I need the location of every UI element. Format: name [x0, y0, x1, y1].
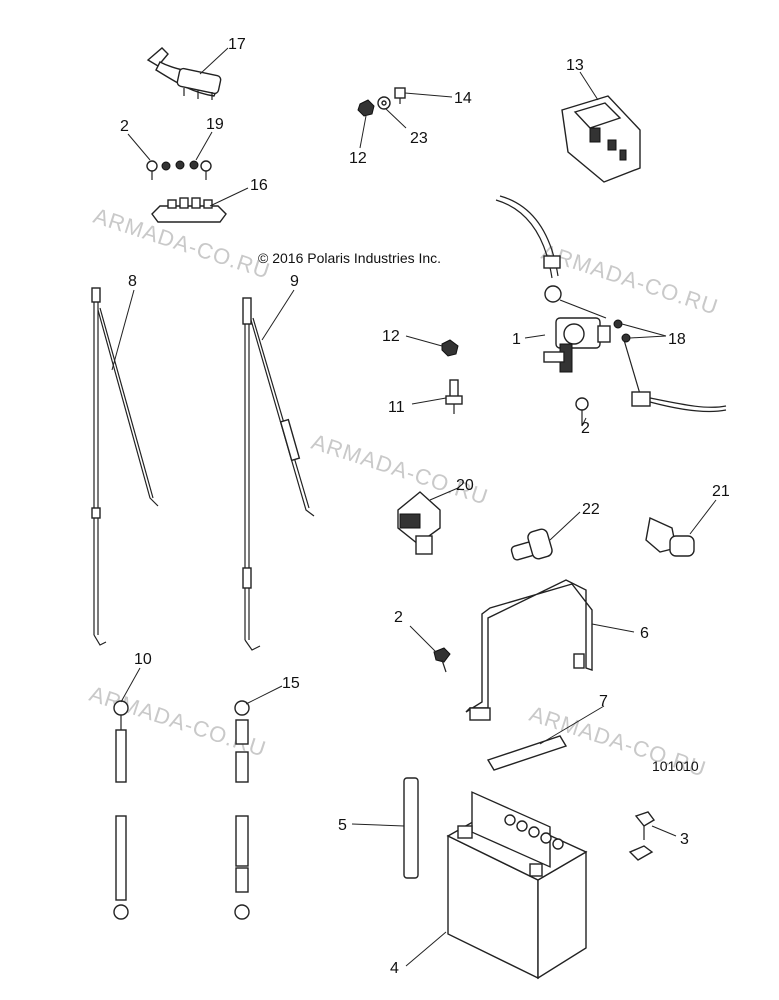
part-18-nuts	[613, 319, 667, 343]
callout-18: 18	[668, 331, 686, 348]
part-10-cable	[113, 667, 141, 920]
callout-13: 13	[566, 57, 584, 74]
part-2-screw-solenoid	[575, 397, 589, 427]
callout-14: 14	[454, 90, 472, 107]
part-16-terminal-block	[151, 187, 249, 223]
callout-12: 12	[382, 328, 400, 345]
part-9-cable	[242, 289, 315, 651]
callout-11: 11	[388, 399, 405, 416]
part-7-pad	[486, 705, 605, 771]
callout-20: 20	[456, 477, 474, 494]
part-23-washer	[377, 96, 407, 129]
watermark: ARMADA-CO.RU	[308, 429, 491, 510]
callout-9: 9	[290, 273, 299, 290]
part-21-boot	[645, 499, 717, 557]
part-12-nut-mid	[405, 335, 459, 357]
callout-4: 4	[390, 960, 399, 977]
callout-15: 15	[282, 675, 300, 692]
callout-6: 6	[640, 625, 649, 642]
watermark: ARMADA-CO.RU	[538, 239, 721, 320]
part-19-nuts	[161, 131, 213, 180]
part-13-module	[561, 71, 641, 183]
part-2-screw-top	[127, 133, 158, 180]
callout-12: 12	[349, 150, 367, 167]
part-17-cover	[146, 47, 229, 100]
part-20-boot	[397, 487, 459, 555]
callout-21: 21	[712, 483, 730, 500]
callout-19: 19	[206, 116, 224, 133]
part-12-nut-top	[357, 99, 375, 149]
part-5-vent-tube	[351, 777, 419, 879]
figure-number: 101010	[652, 758, 699, 774]
callout-7: 7	[599, 693, 608, 710]
part-4-battery	[405, 791, 588, 980]
copyright-text: © 2016 Polaris Industries Inc.	[258, 250, 441, 266]
callout-1: 1	[512, 331, 521, 348]
callout-17: 17	[228, 36, 246, 53]
part-22-boot	[510, 511, 581, 561]
part-2-bolt-bracket	[409, 625, 451, 673]
part-14-bolt	[394, 87, 453, 104]
watermarks: ARMADA-CO.RU ARMADA-CO.RU ARMADA-CO.RU A…	[86, 203, 721, 782]
callout-5: 5	[338, 817, 347, 834]
part-8-cable	[91, 287, 159, 646]
callout-16: 16	[250, 177, 268, 194]
part-15-cable	[234, 685, 283, 920]
callout-labels: 17 2 19 16 8 9 14 23 12 13 1 18 12 11 2 …	[120, 36, 730, 977]
part-3-hardware	[628, 811, 677, 861]
callout-2: 2	[120, 118, 129, 135]
callout-10: 10	[134, 651, 152, 668]
callout-22: 22	[582, 501, 600, 518]
part-11-stud	[411, 379, 463, 414]
callout-2: 2	[394, 609, 403, 626]
part-1-solenoid	[495, 195, 727, 413]
callout-2: 2	[581, 420, 590, 437]
callout-3: 3	[680, 831, 689, 848]
callout-8: 8	[128, 273, 137, 290]
part-6-bracket	[465, 579, 635, 721]
callout-23: 23	[410, 130, 428, 147]
